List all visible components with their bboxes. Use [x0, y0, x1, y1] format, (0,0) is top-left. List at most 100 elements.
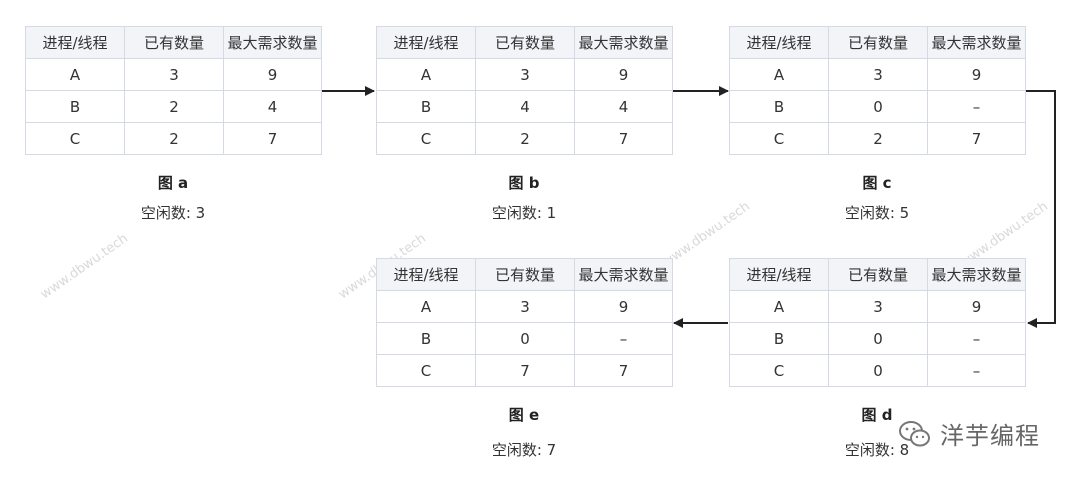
table-row: B 4 4 — [376, 90, 673, 123]
header-row: 进程/线程 已有数量 最大需求数量 — [729, 258, 1026, 291]
cell-allocated: 0 — [828, 322, 928, 355]
header-allocated: 已有数量 — [124, 26, 224, 59]
header-row: 进程/线程 已有数量 最大需求数量 — [376, 258, 673, 291]
header-process: 进程/线程 — [25, 26, 125, 59]
header-max-need: 最大需求数量 — [223, 26, 322, 59]
cell-max-need: 9 — [223, 58, 322, 91]
cell-allocated: 3 — [475, 58, 575, 91]
header-max-need: 最大需求数量 — [927, 258, 1026, 291]
table-row: B 2 4 — [25, 90, 322, 123]
cell-allocated: 2 — [124, 90, 224, 123]
cell-process: B — [729, 90, 829, 123]
table-row: C 2 7 — [729, 122, 1026, 155]
cell-allocated: 2 — [475, 122, 575, 155]
header-row: 进程/线程 已有数量 最大需求数量 — [729, 26, 1026, 59]
cell-max-need: 7 — [574, 354, 673, 387]
cell-process: B — [25, 90, 125, 123]
cell-process: C — [376, 122, 476, 155]
free-count-a: 空闲数: 3 — [140, 204, 206, 222]
cell-process: C — [729, 122, 829, 155]
header-process: 进程/线程 — [729, 26, 829, 59]
header-process: 进程/线程 — [729, 258, 829, 291]
cell-allocated: 2 — [828, 122, 928, 155]
table-row: A 3 9 — [729, 290, 1026, 323]
cell-max-need: – — [574, 322, 673, 355]
cell-allocated: 0 — [828, 354, 928, 387]
header-max-need: 最大需求数量 — [574, 258, 673, 291]
caption-b: 图 b — [508, 174, 540, 192]
cell-max-need: 9 — [574, 58, 673, 91]
cell-allocated: 3 — [828, 290, 928, 323]
cell-max-need: 4 — [223, 90, 322, 123]
header-allocated: 已有数量 — [475, 26, 575, 59]
table-row: A 3 9 — [376, 290, 673, 323]
cell-allocated: 3 — [124, 58, 224, 91]
cell-process: C — [25, 122, 125, 155]
free-count-b: 空闲数: 1 — [491, 204, 557, 222]
caption-d: 图 d — [861, 406, 893, 424]
arrow-c-to-d — [1026, 90, 1056, 328]
free-count-e: 空闲数: 7 — [491, 441, 557, 459]
table-row: C 0 – — [729, 354, 1026, 387]
state-table-d: 进程/线程 已有数量 最大需求数量 A 3 9 B 0 – C 0 – — [729, 258, 1026, 387]
header-allocated: 已有数量 — [828, 26, 928, 59]
cell-max-need: 9 — [927, 290, 1026, 323]
cell-allocated: 0 — [828, 90, 928, 123]
header-row: 进程/线程 已有数量 最大需求数量 — [376, 26, 673, 59]
cell-max-need: – — [927, 322, 1026, 355]
cell-process: A — [729, 58, 829, 91]
cell-process: B — [376, 90, 476, 123]
table-row: A 3 9 — [376, 58, 673, 91]
state-table-c: 进程/线程 已有数量 最大需求数量 A 3 9 B 0 – C 2 7 — [729, 26, 1026, 155]
cell-max-need: 7 — [223, 122, 322, 155]
cell-max-need: 9 — [574, 290, 673, 323]
cell-allocated: 4 — [475, 90, 575, 123]
table-row: A 3 9 — [25, 58, 322, 91]
cell-max-need: 4 — [574, 90, 673, 123]
cell-max-need: 7 — [574, 122, 673, 155]
table-row: B 0 – — [729, 322, 1026, 355]
caption-a: 图 a — [157, 174, 189, 192]
table-row: B 0 – — [729, 90, 1026, 123]
table-row: C 7 7 — [376, 354, 673, 387]
cell-max-need: 7 — [927, 122, 1026, 155]
caption-e: 图 e — [508, 406, 540, 424]
header-max-need: 最大需求数量 — [574, 26, 673, 59]
cell-process: A — [376, 58, 476, 91]
state-table-a: 进程/线程 已有数量 最大需求数量 A 3 9 B 2 4 C 2 7 — [25, 26, 322, 155]
cell-allocated: 3 — [828, 58, 928, 91]
free-count-d: 空闲数: 8 — [844, 441, 910, 459]
cell-allocated: 2 — [124, 122, 224, 155]
cell-process: B — [729, 322, 829, 355]
state-table-e: 进程/线程 已有数量 最大需求数量 A 3 9 B 0 – C 7 7 — [376, 258, 673, 387]
table-row: C 2 7 — [376, 122, 673, 155]
table-row: C 2 7 — [25, 122, 322, 155]
header-row: 进程/线程 已有数量 最大需求数量 — [25, 26, 322, 59]
caption-c: 图 c — [862, 174, 892, 192]
cell-process: C — [729, 354, 829, 387]
cell-max-need: 9 — [927, 58, 1026, 91]
cell-allocated: 0 — [475, 322, 575, 355]
cell-process: A — [376, 290, 476, 323]
cell-allocated: 3 — [475, 290, 575, 323]
cell-max-need: – — [927, 354, 1026, 387]
header-process: 进程/线程 — [376, 26, 476, 59]
table-row: B 0 – — [376, 322, 673, 355]
header-allocated: 已有数量 — [828, 258, 928, 291]
cell-allocated: 7 — [475, 354, 575, 387]
cell-process: C — [376, 354, 476, 387]
cell-process: A — [729, 290, 829, 323]
header-allocated: 已有数量 — [475, 258, 575, 291]
table-row: A 3 9 — [729, 58, 1026, 91]
cell-process: A — [25, 58, 125, 91]
cell-max-need: – — [927, 90, 1026, 123]
free-count-c: 空闲数: 5 — [844, 204, 910, 222]
cell-process: B — [376, 322, 476, 355]
state-table-b: 进程/线程 已有数量 最大需求数量 A 3 9 B 4 4 C 2 7 — [376, 26, 673, 155]
brand-watermark: 洋芋编程 — [898, 416, 1040, 451]
header-max-need: 最大需求数量 — [927, 26, 1026, 59]
brand-name: 洋芋编程 — [940, 422, 1040, 450]
header-process: 进程/线程 — [376, 258, 476, 291]
